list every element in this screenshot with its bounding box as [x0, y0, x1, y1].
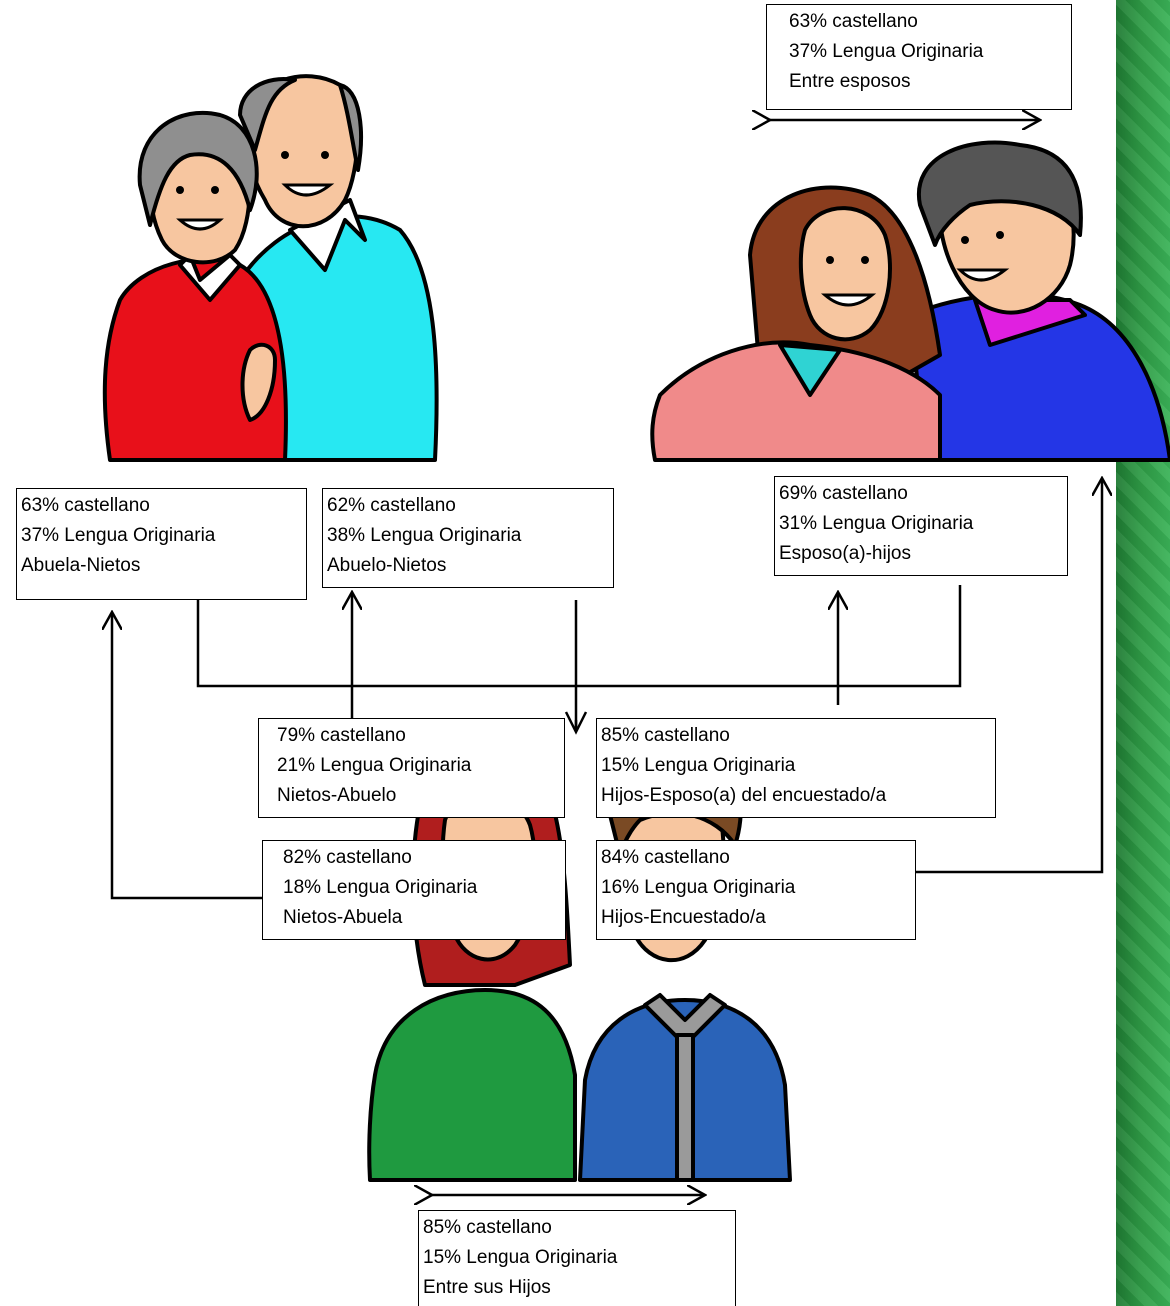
- box-line: 15% Lengua Originaria: [423, 1247, 618, 1268]
- box-line: 84% castellano: [601, 847, 730, 868]
- box-between-children: 85% castellano 15% Lengua Originaria Ent…: [418, 1210, 736, 1306]
- box-line: Abuela-Nietos: [21, 555, 141, 576]
- up-arrow-abuela: [112, 612, 262, 900]
- box-children-respondent: 84% castellano 16% Lengua Originaria Hij…: [596, 840, 916, 940]
- decorative-side-bar: [1116, 0, 1170, 1306]
- grandparents-parents-connector: [196, 585, 962, 688]
- box-line: Nietos-Abuela: [283, 907, 403, 928]
- box-line: 85% castellano: [601, 725, 730, 746]
- box-line: 15% Lengua Originaria: [601, 755, 796, 776]
- box-line: Entre esposos: [789, 71, 911, 92]
- box-line: 82% castellano: [283, 847, 412, 868]
- box-line: 16% Lengua Originaria: [601, 877, 796, 898]
- box-line: Hijos-Encuestado/a: [601, 907, 766, 928]
- box-line: 31% Lengua Originaria: [779, 513, 974, 534]
- box-grandchildren-grandfather: 79% castellano 21% Lengua Originaria Nie…: [258, 718, 565, 818]
- box-line: 21% Lengua Originaria: [277, 755, 472, 776]
- box-grandmother-grandchildren: 63% castellano 37% Lengua Originaria Abu…: [16, 488, 307, 600]
- box-line: 18% Lengua Originaria: [283, 877, 478, 898]
- box-line: 69% castellano: [779, 483, 908, 504]
- grandparents-illustration: [102, 74, 439, 462]
- box-line: Abuelo-Nietos: [327, 555, 447, 576]
- box-line: 37% Lengua Originaria: [21, 525, 216, 546]
- box-line: Nietos-Abuelo: [277, 785, 397, 806]
- box-children-spouse: 85% castellano 15% Lengua Originaria Hij…: [596, 718, 996, 818]
- box-line: Entre sus Hijos: [423, 1277, 551, 1298]
- up-arrow-parents: [916, 478, 1102, 874]
- box-line: 38% Lengua Originaria: [327, 525, 522, 546]
- box-line: Hijos-Esposo(a) del encuestado/a: [601, 785, 887, 806]
- box-line: Esposo(a)-hijos: [779, 543, 911, 564]
- box-line: 63% castellano: [21, 495, 150, 516]
- box-line: 62% castellano: [327, 495, 456, 516]
- box-line: 79% castellano: [277, 725, 406, 746]
- box-spouse-children: 69% castellano 31% Lengua Originaria Esp…: [774, 476, 1068, 576]
- box-grandfather-grandchildren: 62% castellano 38% Lengua Originaria Abu…: [322, 488, 614, 588]
- box-line: 37% Lengua Originaria: [789, 41, 984, 62]
- box-line: 85% castellano: [423, 1217, 552, 1238]
- box-grandchildren-grandmother: 82% castellano 18% Lengua Originaria Nie…: [262, 840, 566, 940]
- parents-illustration: [650, 140, 1170, 462]
- box-between-spouses: 63% castellano 37% Lengua Originaria Ent…: [766, 4, 1072, 110]
- box-line: 63% castellano: [789, 11, 918, 32]
